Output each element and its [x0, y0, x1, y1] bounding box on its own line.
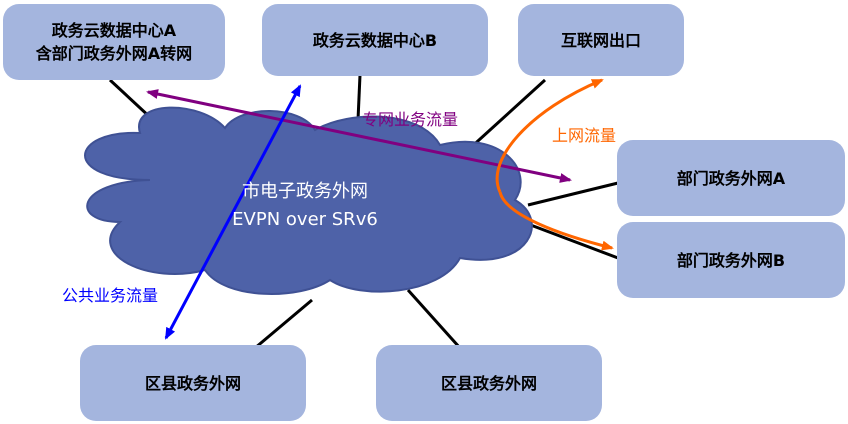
node-dept-b-label: 部门政务外网B: [676, 250, 786, 270]
link-district-1: [254, 298, 313, 350]
node-dc-a-line2: 含部门政务外网A转网: [35, 44, 193, 63]
link-dept-b: [527, 222, 619, 260]
link-internet: [466, 78, 547, 152]
node-dc-a-line1: 政务云数据中心A: [51, 21, 177, 40]
node-dept-b: 部门政务外网B: [617, 222, 845, 298]
internet-flow-arrow-down: [498, 191, 614, 251]
public-flow-arrow: [164, 84, 302, 340]
public-flow-label: 公共业务流量: [62, 286, 159, 305]
link-dept-a: [527, 181, 619, 207]
link-dc-b: [356, 74, 362, 121]
internet-flow-arrow-up: [495, 78, 604, 193]
node-internet-exit-label: 互联网出口: [560, 30, 641, 50]
link-district-2: [406, 288, 462, 350]
node-district-1-label: 区县政务外网: [144, 373, 241, 393]
node-district-2: 区县政务外网: [376, 345, 602, 421]
node-dc-b-label: 政务云数据中心B: [312, 30, 438, 50]
flows: [146, 78, 614, 340]
private-flow-label: 专网业务流量: [362, 110, 459, 129]
node-district-2-label: 区县政务外网: [440, 373, 537, 393]
internet-flow-label: 上网流量: [552, 126, 617, 145]
node-dept-a: 部门政务外网A: [617, 140, 845, 216]
cloud-label-line1: 市电子政务外网: [242, 181, 368, 202]
node-dc-b: 政务云数据中心B: [262, 4, 488, 76]
node-district-1: 区县政务外网: [80, 345, 306, 421]
cloud-label: 市电子政务外网 EVPN over SRv6: [175, 178, 435, 234]
node-dc-a: 政务云数据中心A 含部门政务外网A转网: [3, 4, 225, 80]
node-internet-exit: 互联网出口: [518, 4, 684, 76]
node-dept-a-label: 部门政务外网A: [676, 168, 786, 188]
cloud-label-line2: EVPN over SRv6: [232, 209, 378, 230]
